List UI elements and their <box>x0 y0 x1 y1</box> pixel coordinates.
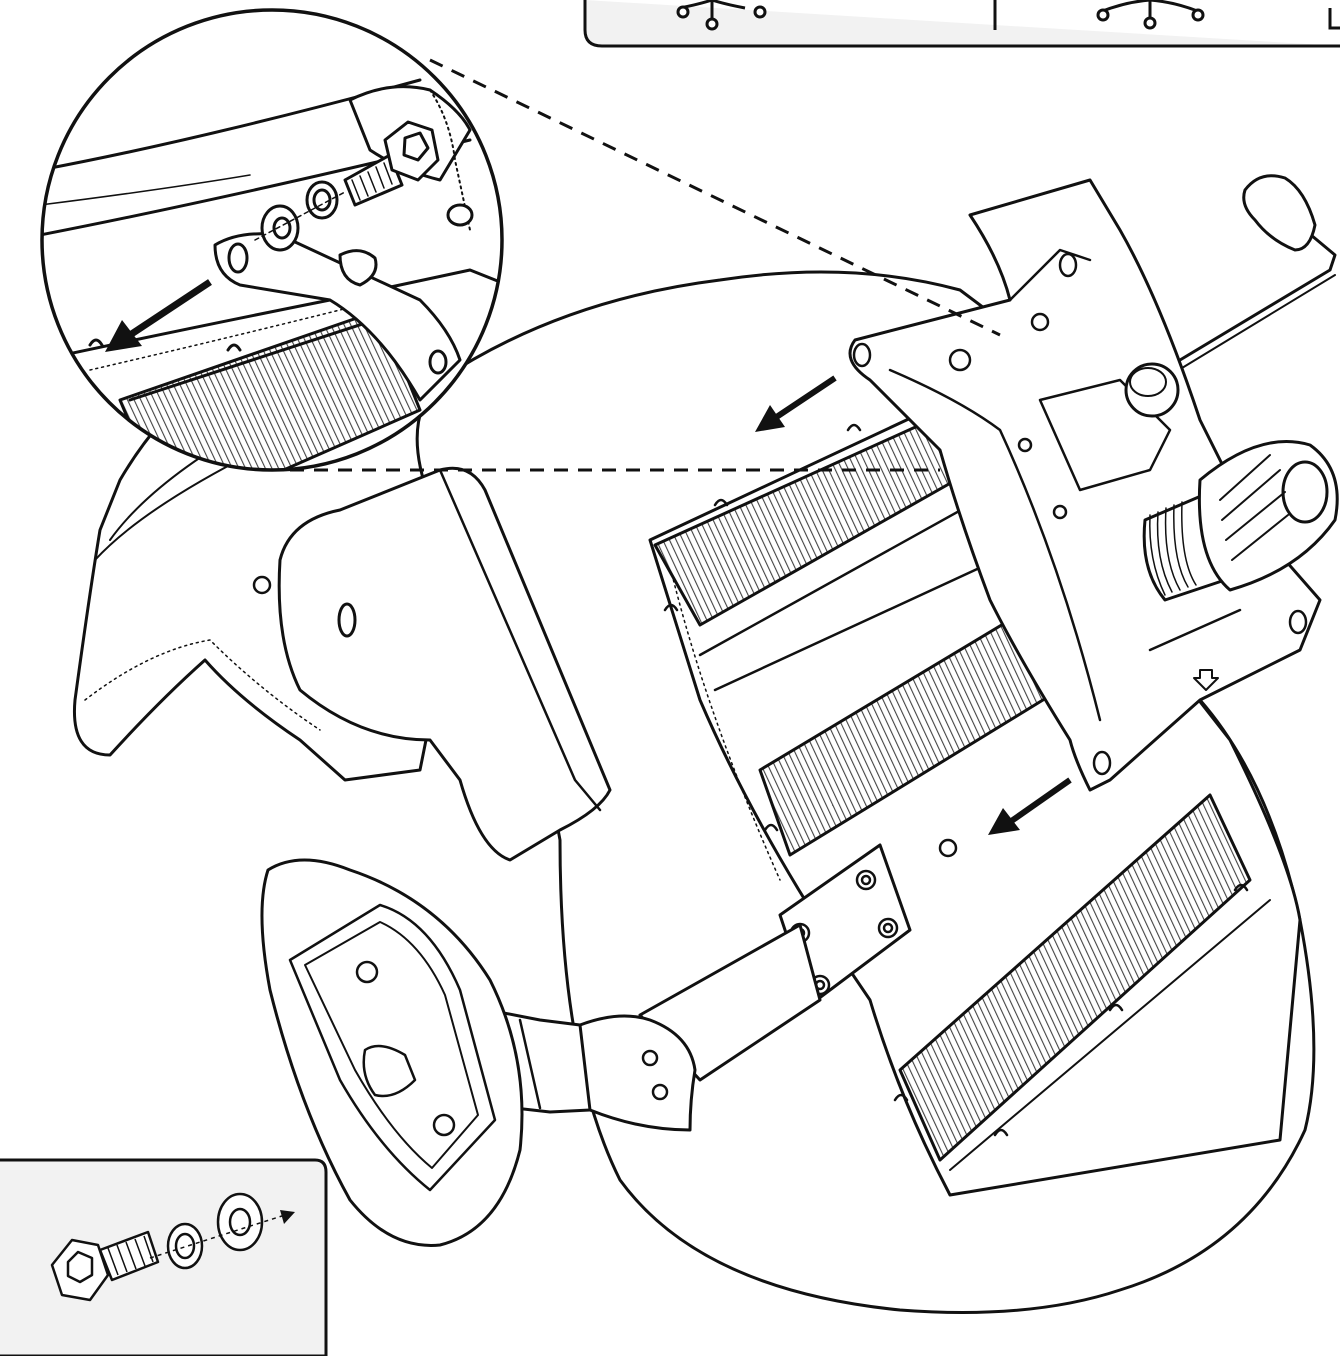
arrow-left-detail <box>105 279 212 352</box>
flat-washer-icon <box>216 1192 264 1252</box>
arrow-left-lower <box>988 777 1072 835</box>
spring-washer-icon <box>166 1222 204 1270</box>
seat-pan-frame <box>648 393 1302 1197</box>
arrow-left-upper <box>755 375 837 432</box>
detail-flat-washer <box>260 204 300 252</box>
detail-spring-washer <box>305 180 339 220</box>
direction-arrow-icon <box>280 1210 295 1224</box>
hex-bolt-icon <box>50 1230 160 1302</box>
caster-base-icon-cut <box>1328 8 1340 30</box>
caster-base-icon-wide <box>1096 0 1205 30</box>
hardware-inset-panel <box>0 1158 328 1356</box>
mesh-strip-3 <box>898 793 1252 1162</box>
lever-knob <box>1242 174 1317 252</box>
top-panel <box>583 0 1340 48</box>
tension-knob <box>1142 440 1339 602</box>
caster-base-icon-small <box>676 0 767 31</box>
detail-hex-bolt <box>343 120 440 207</box>
arrow-down-small <box>1193 669 1219 691</box>
height-lever <box>1178 228 1337 362</box>
detail-callout-lines <box>290 58 1001 472</box>
